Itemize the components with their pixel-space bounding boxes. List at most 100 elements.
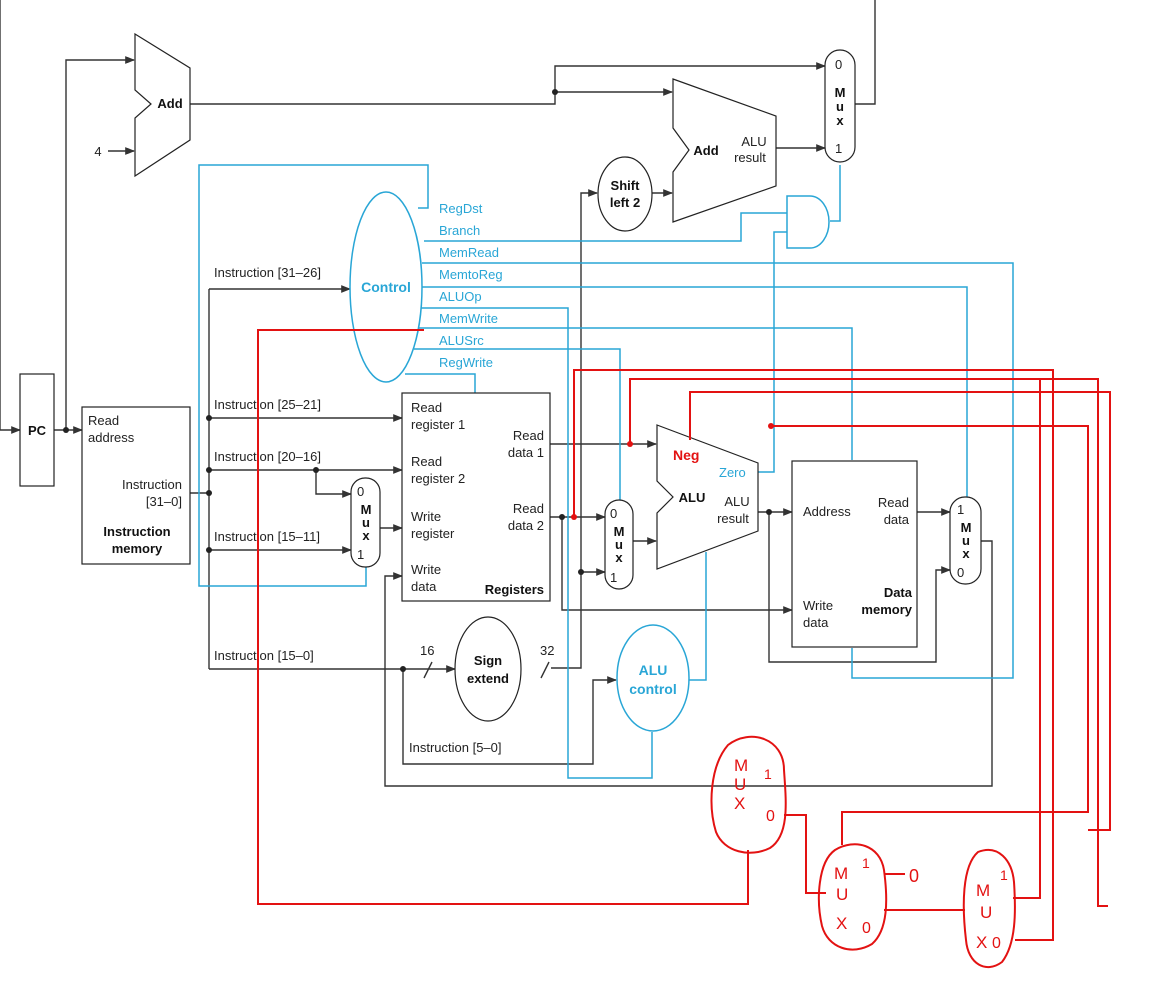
alu-zero-label: Zero bbox=[719, 465, 746, 480]
alu-label: ALU bbox=[679, 490, 706, 505]
reg-rr2-2: register 2 bbox=[411, 471, 465, 486]
reg-wr-2: register bbox=[411, 526, 455, 541]
regdst-mux bbox=[350, 477, 381, 568]
pc-mux-letter-u: u bbox=[836, 99, 844, 114]
imem-name-1: Instruction bbox=[103, 524, 170, 539]
reg-rr1-2: register 1 bbox=[411, 417, 465, 432]
sign-extend-2: extend bbox=[467, 671, 509, 686]
pc-source-mux bbox=[824, 49, 856, 163]
hw-mux1-in0: 0 bbox=[766, 808, 775, 825]
reg-rr2-1: Read bbox=[411, 454, 442, 469]
alu-neg-label: Neg bbox=[673, 447, 699, 463]
shift-left-2 bbox=[597, 156, 653, 232]
memtoreg-mux-letter-u: u bbox=[962, 533, 970, 548]
data-memory bbox=[791, 460, 918, 648]
hw-mux2-in1: 1 bbox=[862, 855, 870, 871]
field-5-0: Instruction [5–0] bbox=[409, 740, 502, 755]
control-signal-labels: RegDst Branch MemRead MemtoReg ALUOp Mem… bbox=[439, 201, 503, 370]
hw-mux3-letter-m: M bbox=[976, 881, 990, 900]
signal-branch: Branch bbox=[439, 223, 480, 238]
constant-four: 4 bbox=[94, 144, 101, 159]
branch-adder-result-1: ALU bbox=[741, 134, 766, 149]
pc-adder bbox=[134, 32, 191, 178]
hw-mux3-letter-x: X bbox=[976, 933, 987, 952]
register-file bbox=[401, 392, 551, 602]
branch-adder bbox=[672, 78, 777, 223]
signal-regdst: RegDst bbox=[439, 201, 483, 216]
hw-mux2-letter-u: U bbox=[836, 885, 848, 904]
signal-alusrc: ALUSrc bbox=[439, 333, 484, 348]
alusrc-mux-letter-m: M bbox=[614, 524, 625, 539]
dmem-name-1: Data bbox=[884, 585, 913, 600]
branch-and-gate bbox=[786, 195, 830, 249]
junction-dots bbox=[63, 89, 772, 672]
alu-result-2: result bbox=[717, 511, 749, 526]
imem-read-1: Read bbox=[88, 413, 119, 428]
alu-control-1: ALU bbox=[639, 662, 668, 678]
imem-read-2: address bbox=[88, 430, 135, 445]
hw-mux3-in0: 0 bbox=[992, 935, 1001, 952]
main-alu bbox=[656, 424, 759, 570]
pc-adder-label: Add bbox=[157, 96, 182, 111]
imem-name-2: memory bbox=[112, 541, 163, 556]
bus-width-16: 16 bbox=[420, 643, 434, 658]
hw-mux2-letter-x: X bbox=[836, 914, 847, 933]
instruction-memory bbox=[81, 406, 191, 565]
hw-mux1-letter-x: X bbox=[734, 794, 745, 813]
handwritten-mux-2 bbox=[817, 843, 888, 951]
pc-mux-letter-m: M bbox=[835, 85, 846, 100]
signal-memwrite: MemWrite bbox=[439, 311, 498, 326]
imem-instr-1: Instruction bbox=[122, 477, 182, 492]
regdst-mux-in1: 1 bbox=[357, 547, 364, 562]
hw-mux1-in1: 1 bbox=[764, 766, 772, 782]
signal-memtoreg: MemtoReg bbox=[439, 267, 503, 282]
branch-adder-label: Add bbox=[693, 143, 718, 158]
dmem-address: Address bbox=[803, 504, 851, 519]
branch-adder-result-2: result bbox=[734, 150, 766, 165]
reg-rr1-1: Read bbox=[411, 400, 442, 415]
reg-rd2-1: Read bbox=[513, 501, 544, 516]
shift-label-2: left 2 bbox=[610, 195, 640, 210]
hw-mux3-letter-u: U bbox=[980, 903, 992, 922]
alusrc-mux-letter-x: x bbox=[615, 550, 623, 565]
alu-control bbox=[616, 624, 690, 732]
dmem-wd-1: Write bbox=[803, 598, 833, 613]
bus-width-32: 32 bbox=[540, 643, 554, 658]
control-label: Control bbox=[361, 279, 411, 295]
imem-instr-2: [31–0] bbox=[146, 494, 182, 509]
hw-mux2-letter-m: M bbox=[834, 864, 848, 883]
field-31-26: Instruction [31–26] bbox=[214, 265, 321, 280]
memtoreg-mux-in1: 1 bbox=[957, 502, 964, 517]
handwritten-mux-3 bbox=[962, 849, 1016, 968]
sign-extend bbox=[454, 616, 522, 722]
alusrc-mux bbox=[604, 499, 634, 590]
alusrc-mux-in1: 1 bbox=[610, 570, 617, 585]
sign-extend-1: Sign bbox=[474, 653, 502, 668]
reg-rd2-2: data 2 bbox=[508, 518, 544, 533]
alu-result-1: ALU bbox=[724, 494, 749, 509]
reg-wr-1: Write bbox=[411, 509, 441, 524]
field-25-21: Instruction [25–21] bbox=[214, 397, 321, 412]
hw-mux2-const: 0 bbox=[909, 866, 919, 886]
regdst-mux-letter-u: u bbox=[362, 515, 370, 530]
signal-regwrite: RegWrite bbox=[439, 355, 493, 370]
alusrc-mux-letter-u: u bbox=[615, 537, 623, 552]
hw-mux1-letter-u: U bbox=[734, 775, 746, 794]
regdst-mux-letter-x: x bbox=[362, 528, 370, 543]
dmem-rd-1: Read bbox=[878, 495, 909, 510]
pc-label: PC bbox=[28, 423, 47, 438]
handwritten-mux-1 bbox=[710, 735, 787, 854]
datapath-wires bbox=[0, 0, 993, 787]
hw-mux3-in1: 1 bbox=[1000, 867, 1008, 883]
dmem-name-2: memory bbox=[861, 602, 912, 617]
reg-rd1-1: Read bbox=[513, 428, 544, 443]
pc-mux-in0: 0 bbox=[835, 57, 842, 72]
red-annotations: M U X 1 0 M U X 1 0 0 M U X 1 0 bbox=[257, 329, 1111, 968]
alusrc-mux-in0: 0 bbox=[610, 506, 617, 521]
shift-label-1: Shift bbox=[611, 178, 641, 193]
dmem-wd-2: data bbox=[803, 615, 829, 630]
alu-control-2: control bbox=[629, 681, 676, 697]
memtoreg-mux-in0: 0 bbox=[957, 565, 964, 580]
regdst-mux-in0: 0 bbox=[357, 484, 364, 499]
control-unit bbox=[349, 191, 423, 383]
